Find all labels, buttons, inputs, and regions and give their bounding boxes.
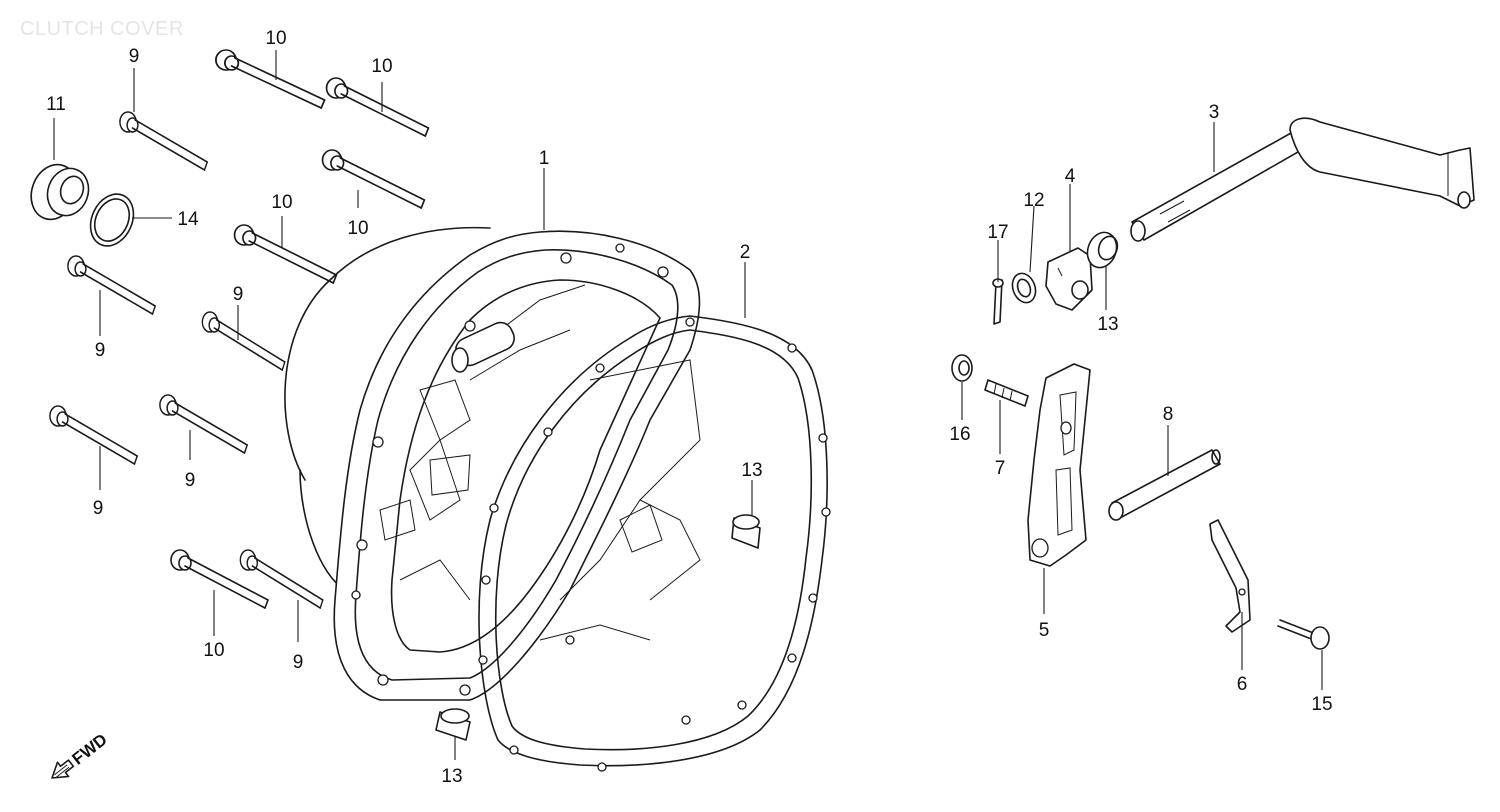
callout-3: 3 <box>1209 102 1220 123</box>
nut-16 <box>951 354 973 382</box>
callout-9-a: 9 <box>129 46 140 67</box>
callout-15: 15 <box>1311 694 1332 715</box>
callout-10-e: 10 <box>203 640 224 661</box>
callout-13-lower: 13 <box>441 766 462 787</box>
fwd-arrow: FWD <box>51 730 111 779</box>
callout-10-d: 10 <box>271 192 292 213</box>
bolt-7 <box>984 379 1029 407</box>
fwd-label: FWD <box>69 730 111 769</box>
callout-13-right: 13 <box>1097 314 1118 335</box>
bolt-9-b <box>67 255 156 315</box>
bolt-10-b <box>325 77 430 137</box>
callout-13-center: 13 <box>741 460 762 481</box>
gasket-2 <box>478 315 831 772</box>
callout-9-b: 9 <box>95 340 106 361</box>
bolt-9-f <box>239 549 324 609</box>
bolt-9-d <box>49 405 138 465</box>
callout-8: 8 <box>1163 404 1174 425</box>
callout-10-c: 10 <box>347 218 368 239</box>
diagram-title: CLUTCH COVER <box>20 18 184 40</box>
callout-16: 16 <box>949 424 970 445</box>
leader-lines <box>53 50 1323 760</box>
washer-12 <box>1011 272 1037 304</box>
lifter-plate-5 <box>1027 363 1091 567</box>
callout-6: 6 <box>1237 674 1248 695</box>
bolt-9-a <box>119 111 208 171</box>
o-ring-14 <box>89 193 135 247</box>
bracket-6 <box>1209 519 1251 633</box>
callout-9-e: 9 <box>185 470 196 491</box>
callout-4: 4 <box>1065 166 1076 187</box>
dowel-pin-13-lower <box>435 708 471 741</box>
callout-17: 17 <box>987 222 1008 243</box>
oil-seal-13-right <box>1086 231 1119 269</box>
clutch-cover-1 <box>284 226 701 701</box>
bolt-9-e <box>159 394 248 454</box>
dowel-pin-13-center <box>731 514 761 549</box>
callout-14: 14 <box>177 209 199 230</box>
callout-11: 11 <box>46 94 66 115</box>
callout-5: 5 <box>1039 620 1050 641</box>
bolt-9-c <box>201 311 286 371</box>
callout-12: 12 <box>1023 190 1044 211</box>
callout-2: 2 <box>740 242 751 263</box>
callout-9-f: 9 <box>293 652 304 673</box>
callout-10-a: 10 <box>265 28 286 49</box>
bolt-10-d <box>233 224 338 284</box>
callout-labels: 1 2 3 4 5 6 7 8 9 9 9 9 9 9 10 10 10 10 … <box>46 28 1332 787</box>
screw-15 <box>1277 619 1330 650</box>
pin-17 <box>992 278 1004 325</box>
callout-9-c: 9 <box>233 284 244 305</box>
lifter-cam-4 <box>1045 247 1093 311</box>
callout-7: 7 <box>995 458 1006 479</box>
push-rod-8 <box>1108 449 1221 521</box>
callout-10-b: 10 <box>371 56 392 77</box>
callout-9-d: 9 <box>93 498 104 519</box>
callout-1: 1 <box>539 148 550 169</box>
clutch-lifter-shaft-3 <box>1130 117 1475 242</box>
bolt-10-a <box>215 49 326 109</box>
bolt-10-c <box>321 149 426 209</box>
oil-seal-11 <box>30 163 90 221</box>
